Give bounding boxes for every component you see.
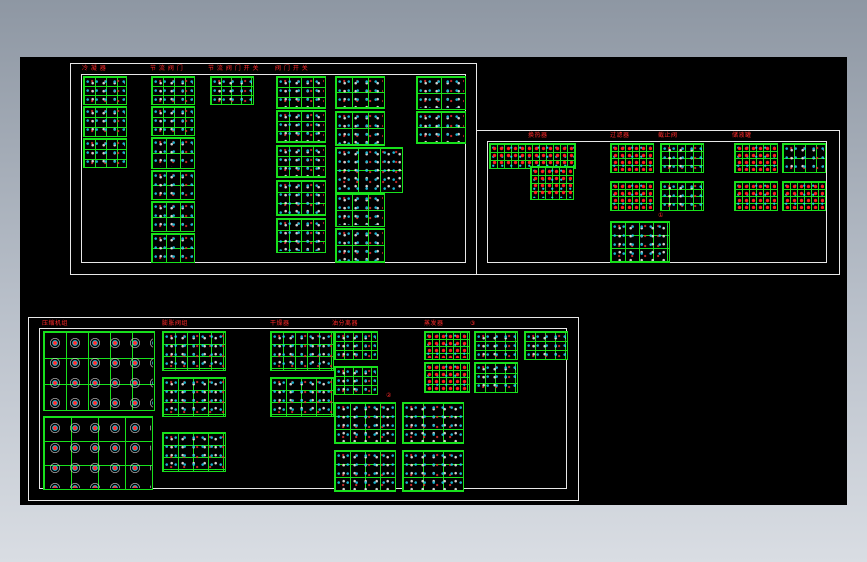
symbol-block[interactable]	[334, 331, 378, 360]
symbol-block[interactable]	[610, 181, 654, 211]
sheet-frame-top-left: 冷 凝 器 节 流 阀 门 节 流 阀 门 开 关 阀 门 开 关	[81, 66, 466, 263]
symbol-block[interactable]	[83, 138, 127, 168]
symbol-block[interactable]	[276, 145, 326, 178]
symbol-block[interactable]	[734, 181, 778, 211]
symbol-block[interactable]	[424, 362, 470, 393]
symbol-block[interactable]	[474, 331, 518, 360]
symbol-block[interactable]	[151, 106, 195, 136]
symbol-block[interactable]	[270, 377, 334, 417]
symbol-block[interactable]	[276, 218, 326, 253]
symbol-block[interactable]	[335, 111, 385, 146]
symbol-block[interactable]	[43, 416, 153, 490]
cad-model-space[interactable]: 冷 凝 器 节 流 阀 门 节 流 阀 门 开 关 阀 门 开 关	[20, 57, 847, 505]
symbol-block[interactable]	[270, 331, 334, 371]
symbol-block[interactable]	[416, 76, 466, 110]
symbol-block[interactable]	[151, 137, 195, 169]
symbol-block[interactable]	[334, 366, 378, 395]
symbol-block[interactable]	[162, 331, 226, 371]
symbol-block[interactable]	[162, 377, 226, 417]
symbol-block[interactable]	[734, 143, 778, 173]
symbol-block[interactable]	[782, 143, 826, 173]
symbol-block[interactable]	[151, 233, 195, 263]
symbol-block[interactable]	[489, 143, 576, 169]
group-label: 储液罐	[732, 132, 752, 139]
symbol-block[interactable]	[660, 143, 704, 173]
group-label: 蒸发器	[424, 320, 444, 327]
symbol-block[interactable]	[83, 76, 127, 105]
section-mark: ③	[470, 320, 476, 327]
symbol-block[interactable]	[83, 106, 127, 137]
symbol-block[interactable]	[524, 331, 568, 360]
symbol-block[interactable]	[335, 228, 385, 263]
symbol-block[interactable]	[334, 450, 396, 492]
symbol-block[interactable]	[530, 166, 574, 200]
sheet-frame-bottom: 压缩机组 膨胀阀组 干燥器 油分离器 蒸发器 ② ③	[39, 321, 568, 492]
symbol-block[interactable]	[335, 147, 403, 193]
drawing-sheet-right: 换热器 过滤器 截止阀 储液罐 ①	[476, 130, 840, 275]
group-label: 过滤器	[610, 132, 630, 139]
drawing-sheet-top-left: 冷 凝 器 节 流 阀 门 节 流 阀 门 开 关 阀 门 开 关	[70, 63, 477, 275]
symbol-block[interactable]	[151, 76, 195, 105]
section-mark: ②	[386, 392, 392, 399]
group-label: 阀 门 开 关	[275, 65, 309, 72]
symbol-block[interactable]	[402, 402, 464, 444]
drawing-sheet-bottom: 压缩机组 膨胀阀组 干燥器 油分离器 蒸发器 ② ③	[28, 317, 579, 501]
symbol-block[interactable]	[162, 432, 226, 472]
group-label: 压缩机组	[42, 320, 69, 327]
symbol-block[interactable]	[335, 193, 385, 227]
group-label: 油分离器	[332, 320, 359, 327]
group-label: 干燥器	[270, 320, 290, 327]
symbol-block[interactable]	[151, 170, 195, 200]
symbol-block[interactable]	[474, 362, 518, 393]
symbol-block[interactable]	[416, 111, 466, 144]
symbol-block[interactable]	[660, 181, 704, 211]
symbol-block[interactable]	[782, 181, 826, 211]
symbol-block[interactable]	[43, 331, 155, 411]
symbol-block[interactable]	[610, 143, 654, 173]
symbol-block[interactable]	[424, 331, 470, 360]
symbol-block[interactable]	[151, 201, 195, 232]
symbol-block[interactable]	[276, 76, 326, 109]
section-mark: ①	[658, 212, 664, 219]
group-label: 膨胀阀组	[162, 320, 189, 327]
group-label: 节 流 阀 门 开 关	[208, 65, 260, 72]
group-label: 节 流 阀 门	[150, 65, 184, 72]
symbol-block[interactable]	[334, 402, 396, 444]
symbol-block[interactable]	[276, 110, 326, 143]
symbol-block[interactable]	[210, 76, 254, 105]
group-label: 冷 凝 器	[82, 65, 107, 72]
symbol-block[interactable]	[276, 180, 326, 216]
sheet-frame-right: 换热器 过滤器 截止阀 储液罐 ①	[487, 133, 827, 263]
symbol-block[interactable]	[402, 450, 464, 492]
symbol-block[interactable]	[335, 76, 385, 109]
symbol-block[interactable]	[610, 221, 670, 263]
group-label: 截止阀	[658, 132, 678, 139]
group-label: 换热器	[528, 132, 548, 139]
